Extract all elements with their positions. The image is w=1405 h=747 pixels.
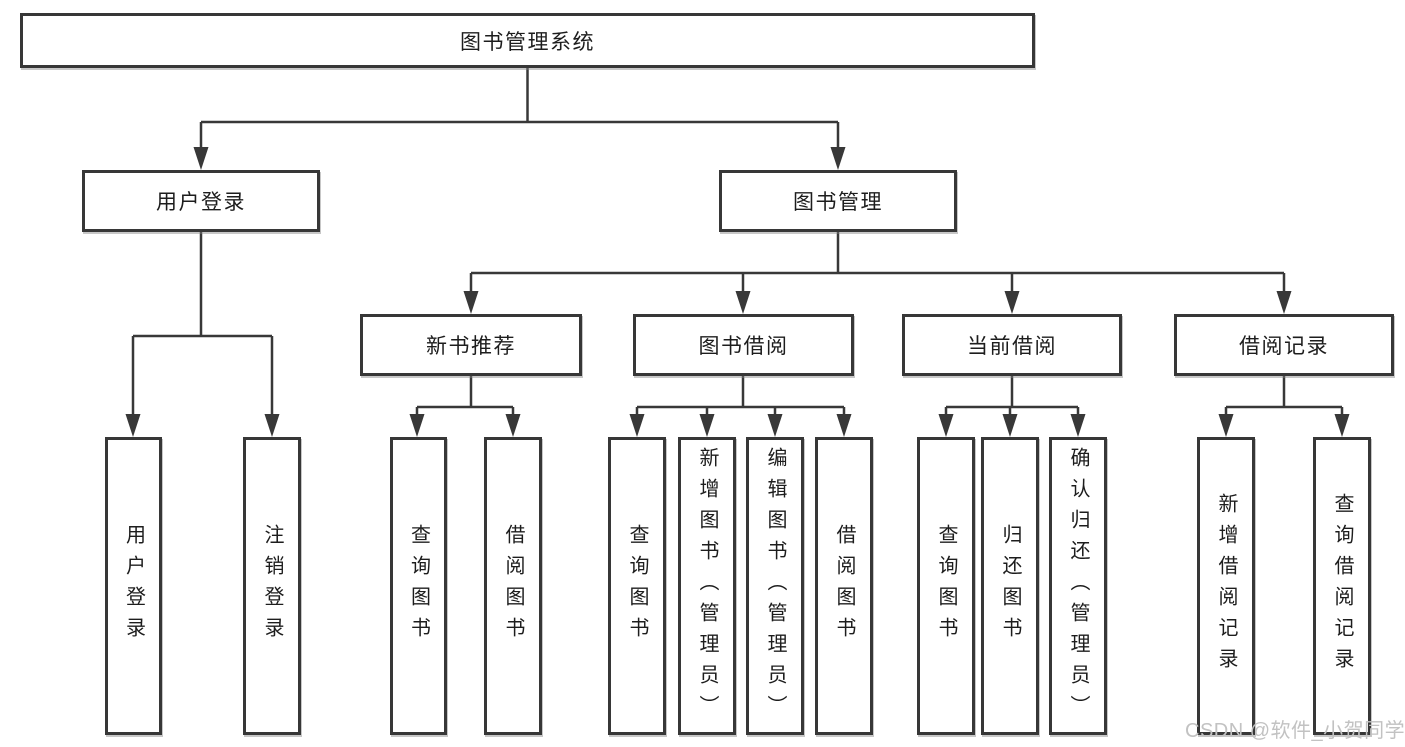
leaf-borrow-books-borrowing: 借阅图书 bbox=[815, 437, 873, 735]
leaf-return-book: 归还图书 bbox=[981, 437, 1039, 735]
leaf-add-borrow-record: 新增借阅记录 bbox=[1197, 437, 1255, 735]
node-label: 图书管理系统 bbox=[460, 30, 595, 54]
node-new-book-recommend: 新书推荐 bbox=[360, 314, 582, 376]
node-label: 借阅记录 bbox=[1239, 335, 1329, 358]
leaf-query-books-recommend: 查询图书 bbox=[390, 437, 447, 735]
leaf-label: 查询借阅记录 bbox=[1331, 493, 1353, 679]
leaf-label: 查询图书 bbox=[935, 524, 957, 648]
node-book-borrowing: 图书借阅 bbox=[633, 314, 854, 376]
node-label: 当前借阅 bbox=[967, 335, 1057, 358]
leaf-query-borrow-record: 查询借阅记录 bbox=[1313, 437, 1371, 735]
leaf-add-book-admin: 新增图书（管理员） bbox=[678, 437, 736, 735]
watermark: CSDN @软件_小贺同学 bbox=[1185, 720, 1405, 742]
leaf-label: 查询图书 bbox=[407, 524, 430, 648]
leaf-label: 借阅图书 bbox=[502, 524, 524, 648]
node-borrow-records: 借阅记录 bbox=[1174, 314, 1394, 376]
node-label: 新书推荐 bbox=[426, 335, 516, 358]
node-label: 图书借阅 bbox=[698, 335, 789, 358]
leaf-label: 用户登录 bbox=[122, 524, 145, 648]
leaf-label: 借阅图书 bbox=[833, 524, 855, 648]
leaf-label: 新增借阅记录 bbox=[1215, 493, 1237, 679]
leaf-logout: 注销登录 bbox=[243, 437, 301, 735]
node-book-management: 图书管理 bbox=[719, 170, 957, 232]
leaf-label: 查询图书 bbox=[626, 524, 648, 648]
leaf-edit-book-admin: 编辑图书（管理员） bbox=[746, 437, 804, 735]
leaf-query-books-current: 查询图书 bbox=[917, 437, 975, 735]
node-library-management-system: 图书管理系统 bbox=[20, 13, 1035, 68]
leaf-label: 新增图书（管理员） bbox=[696, 446, 718, 726]
leaf-label: 确认归还（管理员） bbox=[1067, 446, 1089, 726]
leaf-borrow-books-recommend: 借阅图书 bbox=[484, 437, 542, 735]
leaf-label: 注销登录 bbox=[261, 524, 283, 648]
leaf-confirm-return-admin: 确认归还（管理员） bbox=[1049, 437, 1107, 735]
leaf-label: 编辑图书（管理员） bbox=[764, 446, 786, 726]
leaf-query-books-borrowing: 查询图书 bbox=[608, 437, 666, 735]
node-label: 图书管理 bbox=[793, 191, 883, 214]
node-user-login: 用户登录 bbox=[82, 170, 320, 232]
leaf-label: 归还图书 bbox=[999, 524, 1021, 648]
leaf-user-login: 用户登录 bbox=[105, 437, 162, 735]
node-label: 用户登录 bbox=[156, 191, 246, 214]
node-current-borrowing: 当前借阅 bbox=[902, 314, 1122, 376]
